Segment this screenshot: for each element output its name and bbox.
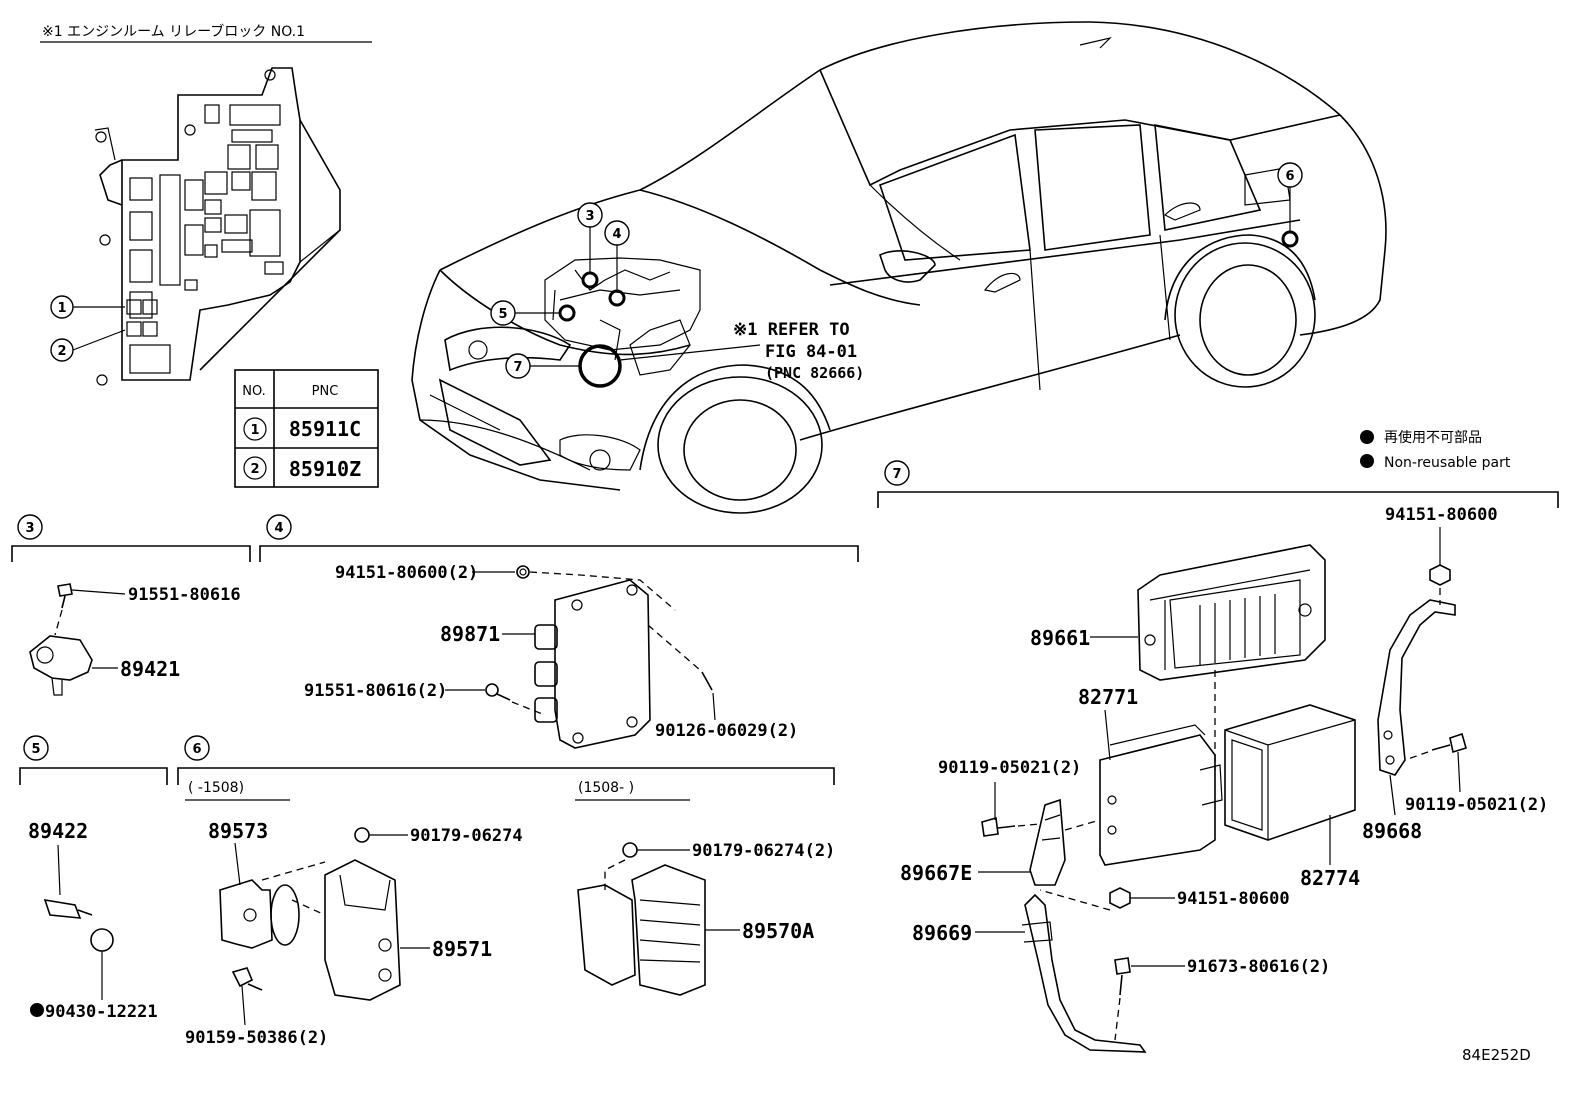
- part-90179-06274-2: 90179-06274(2): [692, 841, 835, 861]
- relay-block-drawing: [94, 67, 341, 386]
- table-row-no: 2: [250, 462, 259, 477]
- part-89571: 89571: [432, 937, 492, 961]
- part-90179-06274: 90179-06274: [410, 826, 523, 846]
- svg-text:1: 1: [57, 301, 66, 316]
- svg-text:7: 7: [892, 467, 901, 482]
- svg-text:3: 3: [25, 521, 34, 536]
- svg-text:5: 5: [498, 307, 507, 322]
- part-91551-80616-2: 91551-80616(2): [304, 681, 447, 701]
- part-91673-80616-2: 91673-80616(2): [1187, 957, 1330, 977]
- legend-en: Non-reusable part: [1384, 455, 1511, 471]
- legend: 再使用不可部品 Non-reusable part: [1360, 429, 1511, 471]
- range-right: (1508- ): [578, 780, 634, 796]
- section-6: 6 ( -1508) (1508- ) 89573 90179-06274 89…: [177, 735, 835, 1048]
- relay-block-section: ※1 エンジンルーム リレーブロック NO.1: [40, 23, 379, 488]
- vehicle-drawing: [411, 21, 1387, 514]
- part-89667E: 89667E: [900, 861, 972, 885]
- relay-block-title: ※1 エンジンルーム リレーブロック NO.1: [42, 23, 305, 40]
- callout-4: 4: [604, 220, 630, 307]
- table-row-pnc: 85910Z: [289, 457, 361, 481]
- svg-text:6: 6: [192, 742, 201, 757]
- part-90430-12221: 90430-12221: [45, 1002, 158, 1022]
- part-82774: 82774: [1300, 866, 1360, 890]
- callout-1: 1: [50, 295, 125, 319]
- part-91551-80616: 91551-80616: [128, 585, 241, 605]
- part-89573: 89573: [208, 819, 268, 843]
- part-89669: 89669: [912, 921, 972, 945]
- section-5: 5 89422 90430-12221: [19, 735, 168, 1022]
- svg-text:7: 7: [513, 360, 522, 375]
- table-header-no: NO.: [242, 384, 266, 399]
- section-3: 3 91551-80616 89421: [11, 514, 251, 696]
- svg-text:4: 4: [612, 227, 621, 242]
- part-90159-50386-2: 90159-50386(2): [185, 1028, 328, 1048]
- figure-code: 84E252D: [1462, 1046, 1531, 1064]
- part-89668: 89668: [1362, 819, 1422, 843]
- section-4: 4 94151-80600(2) 89871 91551-80616(2) 90…: [259, 514, 859, 749]
- part-82771: 82771: [1078, 685, 1138, 709]
- callout-5: 5: [490, 300, 576, 326]
- part-89871: 89871: [440, 622, 500, 646]
- pnc-table: NO. PNC 1 85911C 2 85910Z: [234, 369, 379, 488]
- range-left: ( -1508): [188, 780, 244, 796]
- callout-2: 2: [50, 329, 126, 362]
- svg-text:2: 2: [57, 344, 66, 359]
- callout-7: 7: [505, 344, 761, 388]
- legend-jp: 再使用不可部品: [1384, 429, 1482, 446]
- part-89421: 89421: [120, 657, 180, 681]
- table-row-no: 1: [250, 423, 259, 438]
- section-7: 7 94151-80600 89661 82771 82774 90119-05: [877, 460, 1559, 1053]
- part-90119-05021-2-right: 90119-05021(2): [1405, 795, 1548, 815]
- callout-3: 3: [577, 202, 603, 289]
- part-90126-06029-2: 90126-06029(2): [655, 721, 798, 741]
- callout-6: 6: [1277, 162, 1303, 248]
- refer-note: ※1 REFER TO FIG 84-01 (PNC 82666): [733, 320, 864, 382]
- part-94151-80600-mid: 94151-80600: [1177, 889, 1290, 909]
- part-89422: 89422: [28, 819, 88, 843]
- svg-text:3: 3: [585, 209, 594, 224]
- refer-line-2: FIG 84-01: [765, 342, 857, 362]
- part-89570A: 89570A: [742, 919, 814, 943]
- part-94151-80600-top: 94151-80600: [1385, 505, 1498, 525]
- part-94151-80600-2: 94151-80600(2): [335, 563, 478, 583]
- part-89661: 89661: [1030, 626, 1090, 650]
- refer-line-3: (PNC 82666): [765, 364, 864, 382]
- svg-text:5: 5: [31, 742, 40, 757]
- svg-text:4: 4: [274, 521, 283, 536]
- table-header-pnc: PNC: [312, 384, 339, 399]
- table-row-pnc: 85911C: [289, 417, 361, 441]
- part-90119-05021-2-left: 90119-05021(2): [938, 758, 1081, 778]
- refer-line-1: ※1 REFER TO: [733, 320, 850, 340]
- svg-text:6: 6: [1285, 169, 1294, 184]
